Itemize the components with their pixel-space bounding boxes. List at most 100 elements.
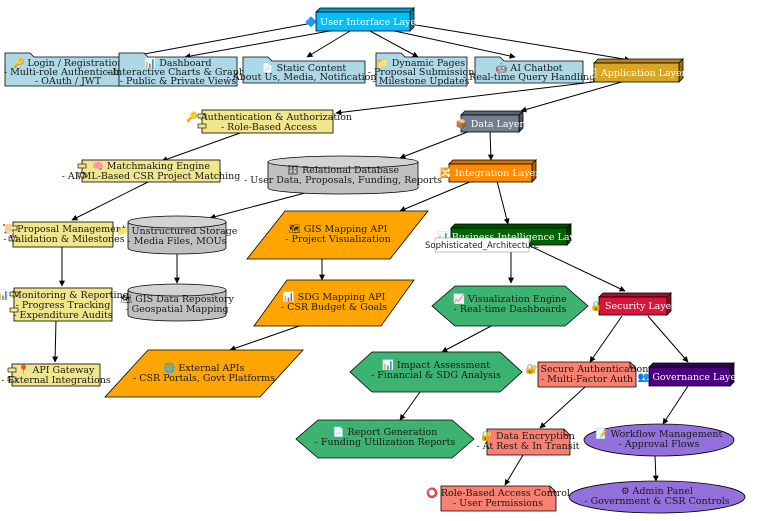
- node-external-apis[interactable]: 🌐 External APIs - CSR Portals, Govt Plat…: [104, 349, 304, 398]
- extapi-line2: - CSR Portals, Govt Platforms: [133, 373, 275, 384]
- dashboard-line3: - Public & Private Views: [120, 76, 237, 87]
- node-static[interactable]: 📄 Static Content - About Us, Media, Noti…: [227, 56, 382, 84]
- node-dynamic[interactable]: 📁 Dynamic Pages - Proposal Submission - …: [368, 52, 475, 87]
- node-app-layer[interactable]: 🗄 Application Layer: [586, 58, 687, 83]
- edge-integ-gis: [399, 180, 473, 212]
- node-login[interactable]: 🔑 Login / Registration - Multi-role Auth…: [4, 52, 132, 87]
- node-report-generation[interactable]: 📄 Report Generation - Funding Utilizatio…: [295, 419, 475, 459]
- report-title: 📄 Report Generation: [333, 426, 438, 438]
- edges: [52, 21, 689, 486]
- edge-ui-dynamic: [369, 30, 419, 58]
- edge-security-secauth: [589, 315, 623, 363]
- node-security-layer[interactable]: 🔒 Security Layer: [590, 292, 676, 316]
- extapi-title: 🌐 External APIs: [164, 362, 245, 374]
- node-impact-assessment[interactable]: 📊 Impact Assessment - Financial & SDG An…: [349, 351, 523, 393]
- node-sdg-api[interactable]: 📊 SDG Mapping API - CSR Budget & Goals: [253, 279, 415, 327]
- match-title: 🧠 Matchmaking Engine: [92, 160, 210, 172]
- auth-title: 🔑 Authentication & Authorization: [186, 111, 352, 123]
- unstruct-line2: - Media Files, MOUs: [128, 236, 227, 247]
- edge-ui-dashboard: [184, 29, 336, 59]
- node-chatbot[interactable]: 🤖 AI Chatbot - Real-time Query Handling: [463, 56, 595, 84]
- edge-app-auth: [335, 79, 611, 116]
- node-matchmaking[interactable]: 🧠 Matchmaking Engine - AI/ML-Based CSR P…: [62, 159, 241, 183]
- sdg-line2: - CSR Budget & Goals: [281, 302, 387, 313]
- node-viz-engine[interactable]: 📈 Visualization Engine - Real-time Dashb…: [431, 285, 589, 327]
- node-bi-layer[interactable]: 📊 Business Intelligence Layer: [437, 223, 586, 246]
- proposal-line2: - Validation & Milestones: [3, 234, 124, 245]
- node-monitoring[interactable]: 📊 Monitoring & Reporting - Progress Trac…: [0, 287, 129, 322]
- encrypt-line2: - At Rest & In Transit: [476, 441, 579, 452]
- reldb-line2: - User Data, Proposals, Funding, Reports: [244, 175, 442, 186]
- encrypt-title: 🔐 Data Encryption: [481, 430, 575, 442]
- rbac-title: ⭕ Role-Based Access Control: [426, 487, 570, 499]
- dynamic-title: 📁 Dynamic Pages: [377, 58, 465, 69]
- floating-label-text: Sophisticated_Architecture: [425, 241, 539, 251]
- edge-gov-workflow: [662, 385, 689, 425]
- dashboard-line2: - Interactive Charts & Graphs: [106, 67, 250, 78]
- viz-title: 📈 Visualization Engine: [453, 293, 567, 305]
- node-workflow[interactable]: 📝 Workflow Management - Approval Flows: [583, 423, 735, 457]
- node-unstructured-storage[interactable]: 📁 Unstructured Storage - Media Files, MO…: [117, 215, 238, 255]
- secauth-title: 🔐 Secure Authentication: [526, 363, 649, 375]
- node-gis-repo[interactable]: 🗺 GIS Data Repository - Geospatial Mappi…: [120, 283, 234, 322]
- sdg-title: 📊 SDG Mapping API: [283, 291, 386, 303]
- node-ui-layer[interactable]: 🔷 User Interface Layer: [305, 7, 421, 32]
- node-data-encryption[interactable]: 🔐 Data Encryption - At Rest & In Transit: [476, 428, 580, 456]
- node-rbac[interactable]: ⭕ Role-Based Access Control - User Permi…: [426, 485, 570, 512]
- report-line2: - Funding Utilization Reports: [315, 437, 456, 448]
- edge-auth-match: [161, 132, 241, 162]
- node-dashboard[interactable]: 📊 Dashboard - Interactive Charts & Graph…: [106, 52, 250, 87]
- data-layer-label: 📦 Data Layer: [456, 118, 525, 130]
- edge-encrypt-rbac: [504, 454, 524, 486]
- edge-reldb-unstruct: [209, 192, 306, 220]
- node-auth[interactable]: 🔑 Authentication & Authorization - Role-…: [186, 109, 352, 134]
- auth-line2: - Role-Based Access: [221, 122, 317, 133]
- monitor-line3: - Expenditure Audits: [13, 310, 112, 321]
- dashboard-title: 📊 Dashboard: [144, 57, 211, 69]
- workflow-line2: - Approval Flows: [619, 439, 700, 450]
- edge-ui-static: [306, 30, 351, 58]
- node-admin-panel[interactable]: ⚙ Admin Panel - Government & CSR Control…: [568, 480, 746, 514]
- node-gis-api[interactable]: 🗺 GIS Mapping API - Project Visualizatio…: [246, 210, 429, 260]
- edge-security-gov: [647, 315, 689, 363]
- edge-integ-bi: [496, 180, 510, 225]
- edge-workflow-admin: [652, 454, 659, 482]
- edge-ui-app: [409, 23, 631, 63]
- ui-layer-label: 🔷 User Interface Layer: [305, 16, 421, 28]
- node-integration-layer[interactable]: 🔀 Integration Layer: [440, 159, 540, 183]
- node-api-gateway[interactable]: 📍 API Gateway - External Integrations: [1, 363, 111, 387]
- secauth-line2: - Multi-Factor Auth: [541, 374, 633, 385]
- node-proposal[interactable]: 📜 Proposal Management - Validation & Mil…: [2, 221, 126, 248]
- static-title: 📄 Static Content: [262, 62, 347, 74]
- edge-bi-security: [527, 244, 626, 292]
- static-line2: - About Us, Media, Notifications: [227, 72, 382, 83]
- match-line2: - AI/ML-Based CSR Project Matching: [62, 171, 241, 182]
- impact-line2: - Financial & SDG Analysis: [371, 370, 501, 381]
- edge-impact-report: [399, 391, 421, 421]
- gis-api-title: 🗺 GIS Mapping API: [289, 224, 388, 235]
- app-layer-label: 🗄 Application Layer: [586, 68, 687, 79]
- node-relational-db[interactable]: 🗄 Relational Database - User Data, Propo…: [244, 155, 442, 195]
- gateway-title: 📍 API Gateway: [18, 364, 95, 376]
- dynamic-line3: - Milestone Updates: [373, 76, 470, 87]
- node-governance-layer[interactable]: 👥 Governance Layer: [637, 362, 741, 387]
- edge-secauth-encrypt: [539, 386, 586, 429]
- monitor-line2: - Progress Tracking: [16, 300, 111, 311]
- edge-ui-chatbot: [389, 29, 516, 59]
- node-secure-auth[interactable]: 🔐 Secure Authentication - Multi-Factor A…: [526, 361, 649, 388]
- node-data-layer[interactable]: 📦 Data Layer: [456, 110, 525, 133]
- edge-sdg-extapi: [229, 324, 303, 352]
- edge-viz-impact: [441, 324, 494, 353]
- edge-data-integ: [487, 130, 494, 161]
- proposal-title: 📜 Proposal Management: [2, 223, 126, 235]
- workflow-title: 📝 Workflow Management: [596, 428, 723, 440]
- edge-match-proposal: [71, 181, 149, 221]
- floating-label: Sophisticated_Architecture: [425, 237, 539, 253]
- login-line3: - OAuth / JWT: [35, 76, 102, 87]
- gis-api-line2: - Project Visualization: [285, 234, 390, 245]
- gisrepo-title: 🗺 GIS Data Repository: [120, 294, 234, 305]
- viz-line2: - Real-time Dashboards: [454, 304, 567, 315]
- chatbot-title: 🤖 AI Chatbot: [496, 62, 563, 74]
- edge-app-data: [520, 80, 626, 113]
